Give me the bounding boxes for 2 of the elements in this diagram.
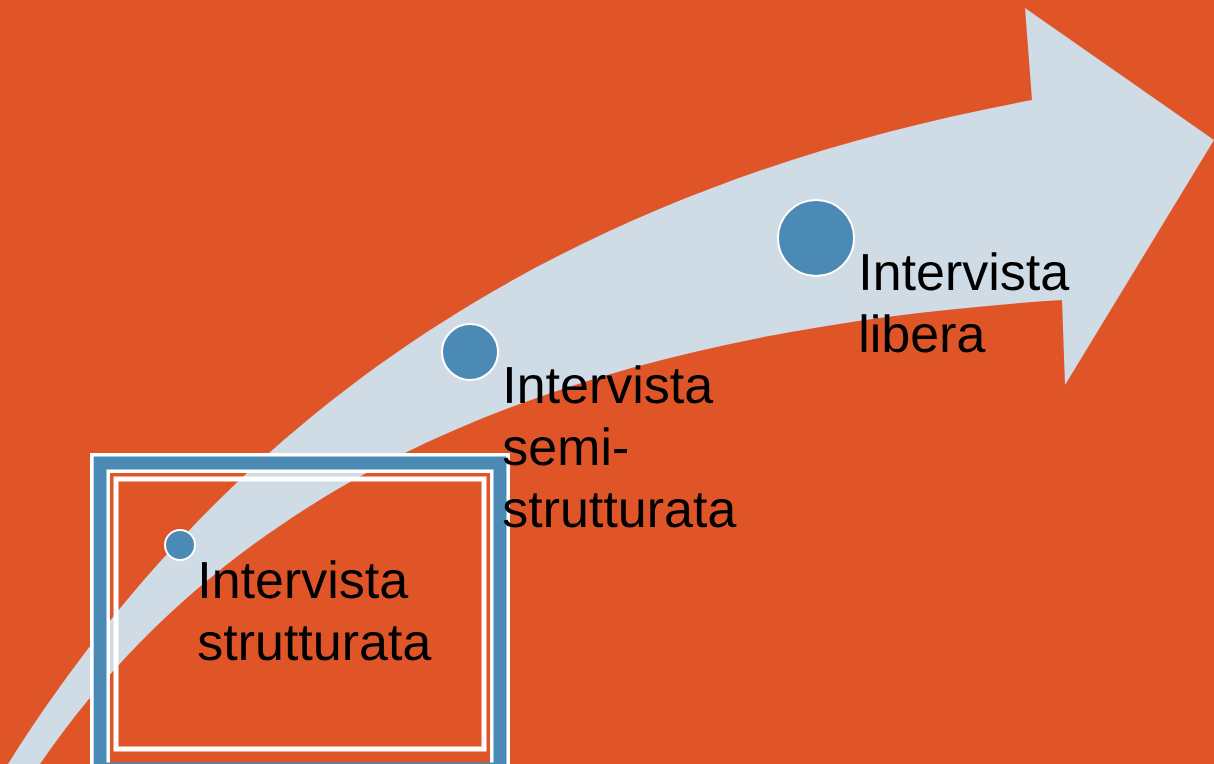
step-label: Intervista libera — [861, 252, 1070, 353]
step-label: Intervista strutturata — [198, 560, 432, 661]
